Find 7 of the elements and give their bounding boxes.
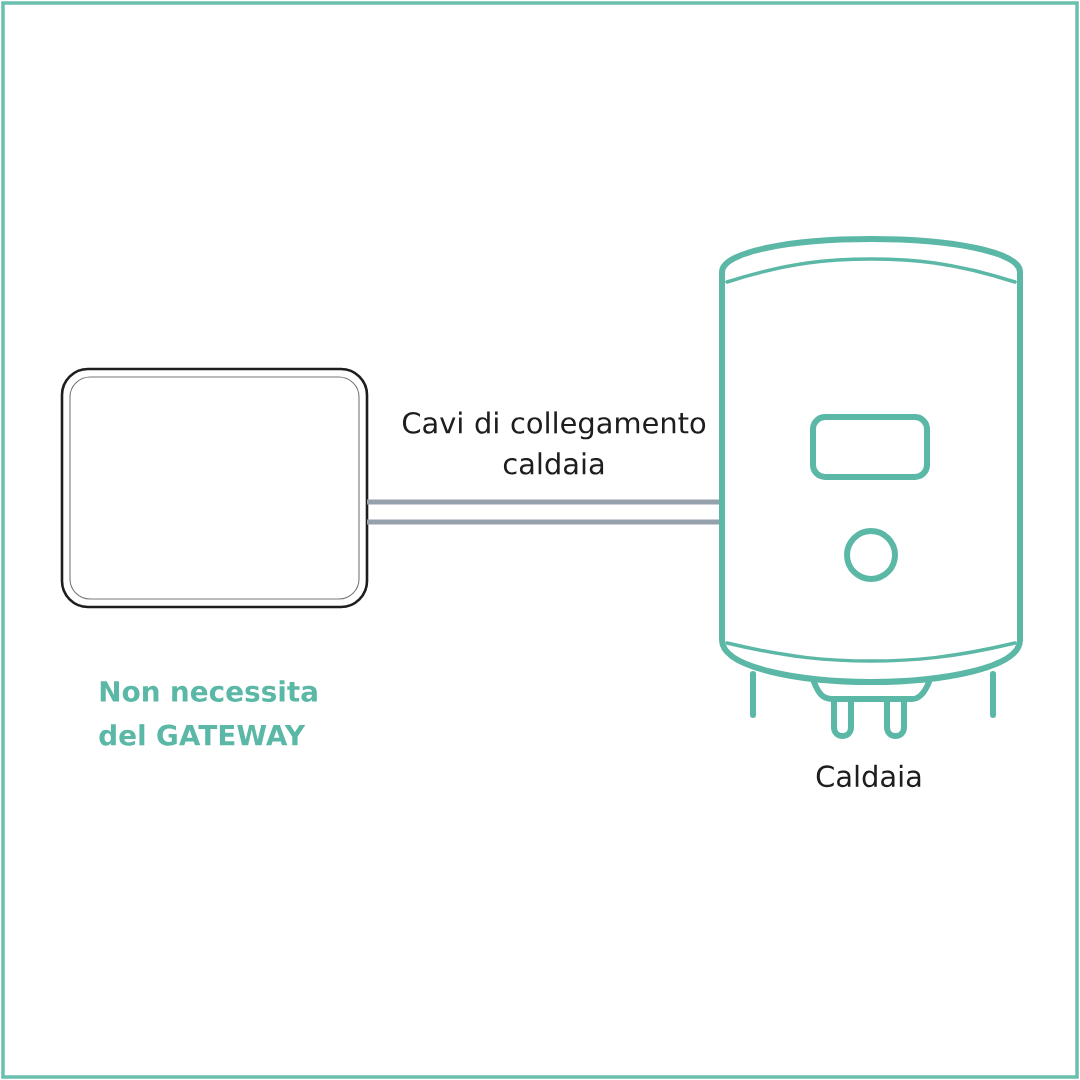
note-text: Non necessita del GATEWAY [99, 680, 317, 746]
cable-line [367, 499, 719, 505]
device-box [60, 367, 369, 609]
node-label: Caldaia [816, 764, 921, 788]
edge-label: Cavi di collegamento caldaia [403, 411, 706, 475]
cable-line [367, 519, 719, 525]
boiler-drawing [719, 236, 1023, 739]
